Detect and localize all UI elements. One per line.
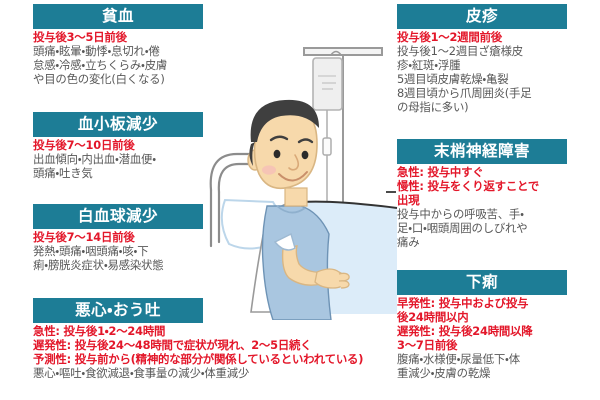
panel-anemia-title: 貧血 xyxy=(33,4,203,30)
panel-rash-symptom-line: 投与後1〜2週目ざ瘡様皮 xyxy=(397,44,524,59)
panel-rash-symptom-line: の母指に多い) xyxy=(397,99,469,114)
patient-head xyxy=(247,99,319,190)
panel-diarrhea-symptom-line: 重減少・皮膚の乾燥 xyxy=(397,365,491,380)
panel-diarrhea-symptom-line: 腹痛・水様便・尿量低下・体 xyxy=(397,351,520,366)
panel-diarrhea-title: 下痢 xyxy=(397,270,567,296)
panel-thrombocytopenia-body: 投与後7〜10日前後 出血傾向・内出血・潜血便・ 頭痛・吐き気 xyxy=(33,137,203,181)
panel-anemia-symptom-line: 怠感・冷感・立ちくらみ・皮膚 xyxy=(33,58,168,73)
panel-anemia: 貧血 投与後3〜5日前後 頭痛・眩暈・動悸・息切れ・倦 怠感・冷感・立ちくらみ・… xyxy=(33,4,203,87)
panel-peripheral-neuropathy-symptom-line: 投与中からの呼吸苦、手・ xyxy=(397,206,524,221)
panel-diarrhea-timing-line: 遅発性: 投与後24時間以降 xyxy=(397,324,533,339)
panel-anemia-symptom-line: 頭痛・眩暈・動悸・息切れ・倦 xyxy=(33,44,160,59)
patient-neck xyxy=(284,187,308,207)
panel-peripheral-neuropathy-title: 末梢神経障害 xyxy=(397,139,567,165)
panel-rash-title: 皮疹 xyxy=(397,4,567,30)
panel-nausea-vomiting-timing-line: 予測性: 投与前から(精神的な部分が関係しているといわれている) xyxy=(33,352,364,367)
panel-diarrhea-timing-line: 3〜7日前後 xyxy=(397,337,458,352)
panel-diarrhea: 下痢 早発性: 投与中および投与 後24時間以内 遅発性: 投与後24時間以降 … xyxy=(397,270,567,381)
panel-leukopenia: 白血球減少 投与後7〜14日前後 発熱・頭痛・咽頭痛・咳・下 痢・膀胱炎症状・易… xyxy=(33,204,203,273)
iv-bag-icon xyxy=(312,57,343,111)
iv-tube-icon xyxy=(322,110,332,215)
panel-thrombocytopenia-symptom-line: 頭痛・吐き気 xyxy=(33,166,93,181)
iv-stand-icon xyxy=(303,47,383,215)
panel-leukopenia-timing: 投与後7〜14日前後 xyxy=(33,230,135,245)
panel-anemia-body: 投与後3〜5日前後 頭痛・眩暈・動悸・息切れ・倦 怠感・冷感・立ちくらみ・皮膚 … xyxy=(33,29,203,87)
neuropathy-connector-line xyxy=(386,191,396,193)
panel-rash-symptom-line: 8週目頃から爪周囲炎(手足 xyxy=(397,85,532,100)
panel-rash-symptom-line: 5週目頃皮膚乾燥・亀裂 xyxy=(397,71,509,86)
panel-leukopenia-symptom-line: 痢・膀胱炎症状・易感染状態 xyxy=(33,258,164,273)
panel-leukopenia-body: 投与後7〜14日前後 発熱・頭痛・咽頭痛・咳・下 痢・膀胱炎症状・易感染状態 xyxy=(33,229,203,273)
patient-hand xyxy=(314,268,350,289)
panel-peripheral-neuropathy-timing-line: 出現 xyxy=(397,193,420,208)
panel-anemia-symptom-line: や目の色の変化(白くなる) xyxy=(33,71,165,86)
panel-nausea-vomiting-symptom-line: 悪心・嘔吐・食欲減退・食事量の減少・体重減少 xyxy=(33,365,250,380)
patient-illustration xyxy=(205,10,400,320)
panel-peripheral-neuropathy-body: 急性: 投与中すぐ 慢性: 投与をくり返すことで 出現 投与中からの呼吸苦、手・… xyxy=(397,164,567,249)
panel-diarrhea-timing-line: 早発性: 投与中および投与 xyxy=(397,296,529,311)
panel-leukopenia-symptom-line: 発熱・頭痛・咽頭痛・咳・下 xyxy=(33,244,149,259)
panel-rash-timing: 投与後1〜2週間前後 xyxy=(397,30,502,45)
panel-nausea-vomiting-body: 急性: 投与後1・2〜24時間 遅発性: 投与後24〜48時間で症状が現れ、2〜… xyxy=(33,323,378,381)
panel-nausea-vomiting: 悪心・おう吐 急性: 投与後1・2〜24時間 遅発性: 投与後24〜48時間で症… xyxy=(33,298,378,381)
panel-rash: 皮疹 投与後1〜2週間前後 投与後1〜2週目ざ瘡様皮 疹・紅斑・浮腫 5週目頃皮… xyxy=(397,4,567,115)
panel-rash-symptom-line: 疹・紅斑・浮腫 xyxy=(397,58,461,73)
iv-hook-icon xyxy=(330,50,342,56)
panel-thrombocytopenia-symptom-line: 出血傾向・内出血・潜血便・ xyxy=(33,152,156,167)
panel-thrombocytopenia-timing: 投与後7〜10日前後 xyxy=(33,138,135,153)
panel-leukopenia-title: 白血球減少 xyxy=(33,204,203,230)
panel-diarrhea-body: 早発性: 投与中および投与 後24時間以内 遅発性: 投与後24時間以降 3〜7… xyxy=(397,295,567,380)
panel-anemia-timing: 投与後3〜5日前後 xyxy=(33,30,127,45)
panel-peripheral-neuropathy-symptom-line: 足・口・咽頭周囲のしびれや xyxy=(397,220,528,235)
panel-thrombocytopenia: 血小板減少 投与後7〜10日前後 出血傾向・内出血・潜血便・ 頭痛・吐き気 xyxy=(33,112,203,181)
panel-nausea-vomiting-timing-line: 急性: 投与後1・2〜24時間 xyxy=(33,324,166,339)
panel-peripheral-neuropathy-symptom-line: 痛み xyxy=(397,234,420,249)
panel-thrombocytopenia-title: 血小板減少 xyxy=(33,112,203,138)
panel-peripheral-neuropathy-timing-line: 急性: 投与中すぐ xyxy=(397,165,484,180)
panel-nausea-vomiting-timing-line: 遅発性: 投与後24〜48時間で症状が現れ、2〜5日続く xyxy=(33,338,312,353)
panel-peripheral-neuropathy-timing-line: 慢性: 投与をくり返すことで xyxy=(397,179,540,194)
panel-diarrhea-timing-line: 後24時間以内 xyxy=(397,310,469,325)
panel-rash-body: 投与後1〜2週間前後 投与後1〜2週目ざ瘡様皮 疹・紅斑・浮腫 5週目頃皮膚乾燥… xyxy=(397,29,567,114)
panel-nausea-vomiting-title: 悪心・おう吐 xyxy=(33,298,203,324)
panel-peripheral-neuropathy: 末梢神経障害 急性: 投与中すぐ 慢性: 投与をくり返すことで 出現 投与中から… xyxy=(397,139,567,250)
